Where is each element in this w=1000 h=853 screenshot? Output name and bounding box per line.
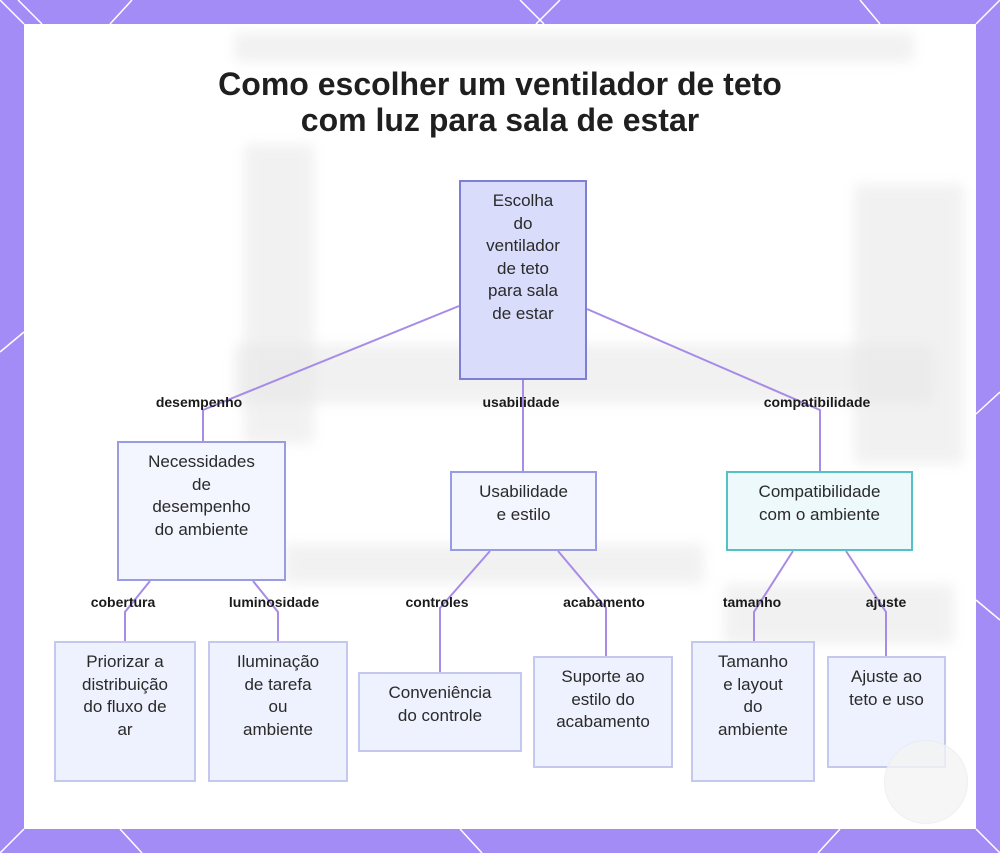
edge-label-luminosidade: luminosidade <box>228 594 320 610</box>
edge-label-ajuste: ajuste <box>865 594 907 610</box>
edge-root-to-node-compatibilidade <box>586 308 821 471</box>
edge-to-leaf-fluxo-de-ar <box>124 580 151 641</box>
edge-to-leaf-controle <box>439 550 491 672</box>
watermark-badge <box>884 740 968 824</box>
edge-to-leaf-tamanho <box>753 550 794 641</box>
edge-root-to-node-desempenho <box>202 305 460 441</box>
edge-label-controles: controles <box>405 594 469 610</box>
edge-label-tamanho: tamanho <box>722 594 782 610</box>
edge-label-acabamento: acabamento <box>563 594 645 610</box>
edge-to-leaf-ajuste <box>845 550 887 656</box>
edge-label-cobertura: cobertura <box>90 594 156 610</box>
edge-to-leaf-acabamento <box>557 550 607 656</box>
edge-label-compatibilidade: compatibilidade <box>763 394 871 410</box>
edge-label-usabilidade: usabilidade <box>482 394 560 410</box>
edge-to-leaf-iluminacao <box>252 580 279 641</box>
edge-label-desempenho: desempenho <box>155 394 243 410</box>
